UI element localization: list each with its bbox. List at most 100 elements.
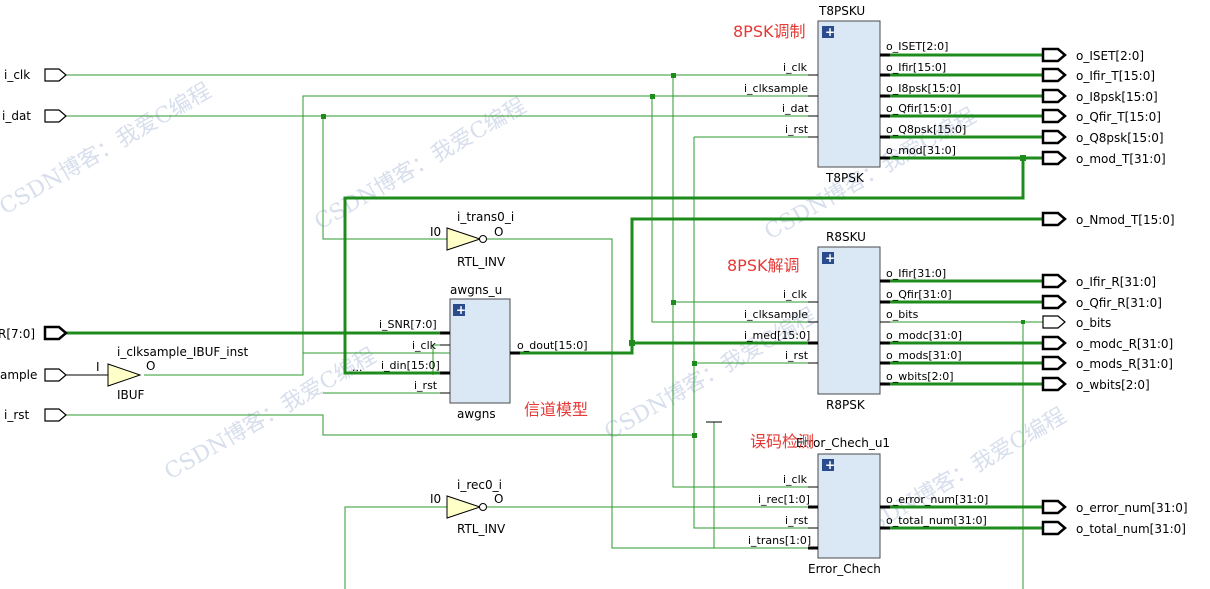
output-port-q8psk[interactable]: o_Q8psk[15:0] [1041, 129, 1164, 145]
output-ports: o_ISET[2:0] o_Ifir_T[15:0] o_I8psk[15:0]… [1041, 47, 1188, 536]
input-port-clk[interactable]: i_clk [4, 68, 67, 82]
inverter-icon [446, 495, 482, 519]
awgns-pin-in: i_rst [414, 379, 438, 392]
err-pin-in: i_rec[1:0] [758, 493, 810, 506]
net-rst[interactable] [66, 414, 694, 436]
output-port-ifir-r[interactable]: o_Ifir_R[31:0] [1041, 273, 1156, 289]
ibuf-cell[interactable]: i_clksample_IBUF_inst I O IBUF [96, 345, 248, 402]
inv1-out-pin: O [494, 492, 503, 506]
err-body[interactable] [817, 453, 881, 559]
output-label: o_modc_R[31:0] [1076, 337, 1173, 351]
t8psk-pin-out: o_ISET[2:0] [886, 40, 948, 53]
ibuf-inst-label: i_clksample_IBUF_inst [117, 345, 248, 359]
output-label: o_mod_T[31:0] [1076, 152, 1166, 166]
bus-nmod[interactable] [500, 217, 1043, 355]
output-port-bits[interactable]: o_bits [1042, 315, 1111, 330]
awgns-body[interactable] [449, 298, 511, 404]
net-trans[interactable] [487, 238, 828, 549]
junction-dot [1021, 320, 1025, 324]
awgns-pin-out: o_dout[15:0] [517, 339, 588, 352]
watermark-4: CSDN博客：我爱C编程 [161, 344, 381, 485]
net-rec-in[interactable] [344, 506, 447, 589]
junction-dot [692, 433, 697, 438]
expand-plus-glyph: + [825, 458, 835, 472]
err-pin-in: i_trans[1:0] [748, 534, 811, 547]
err-inst-label: Error_Chech_u1 [796, 436, 890, 450]
output-port-wbits[interactable]: o_wbits[2:0] [1041, 376, 1150, 392]
watermark-1: CSDN博客：我爱C编程 [0, 79, 216, 220]
t8psk-pin-out: o_mod[31:0] [886, 144, 956, 157]
expand-plus-icon[interactable] [822, 252, 834, 264]
r8psk-pin-out: o_bits [886, 308, 919, 321]
junction-dot [321, 114, 326, 119]
output-port-mod-t[interactable]: o_mod_T[31:0] [1041, 150, 1166, 166]
t8psk-pin-out: o_Qfir[15:0] [886, 102, 952, 115]
input-label-clksample: ample [0, 368, 37, 382]
t8psk-inst-label: T8PSKU [818, 4, 865, 18]
output-port-iset[interactable]: o_ISET[2:0] [1041, 47, 1144, 63]
t8psk-body[interactable] [817, 20, 881, 168]
buffer-icon [107, 363, 142, 387]
r8psk-pin-out: o_wbits[2:0] [886, 370, 954, 383]
inversion-bubble-icon [479, 503, 487, 511]
inv0-out-pin: O [494, 225, 503, 239]
input-port-snr[interactable]: R[7:0] [0, 325, 68, 341]
r8psk-block[interactable]: R8SKU + i_clk i_clksample i_med[15:0] i_… [744, 230, 962, 412]
output-port-modc-r[interactable]: o_modc_R[31:0] [1041, 335, 1173, 351]
err-type-label: Error_Chech [808, 562, 881, 576]
note-demodulation: 8PSK解调 [727, 256, 799, 275]
inverter-trans[interactable]: i_trans0_i I0 O RTL_INV [430, 210, 514, 269]
t8psk-pin-in: i_dat [782, 102, 809, 115]
expand-plus-glyph: + [456, 303, 466, 317]
input-ports: i_clk i_dat R[7:0] ample i_rst [0, 68, 108, 422]
awgns-block[interactable]: awgns_u + i_SNR[7:0] i_clk i_din[15:0] i… [352, 283, 588, 421]
net-rst-branch[interactable] [693, 137, 828, 529]
output-port-mods-r[interactable]: o_mods_R[31:0] [1041, 355, 1173, 371]
expand-plus-icon[interactable] [822, 459, 834, 471]
net-clksample-r8psk[interactable] [651, 96, 828, 323]
expand-plus-icon[interactable] [822, 26, 834, 38]
net-clk-branch[interactable] [672, 75, 828, 488]
junction-dot [1020, 155, 1026, 161]
input-port-dat[interactable]: i_dat [2, 109, 67, 123]
t8psk-pin-out: o_Ifir[15:0] [886, 61, 946, 74]
inverter-rec[interactable]: i_rec0_i I0 O RTL_INV [430, 478, 506, 536]
expand-plus-glyph: + [825, 25, 835, 39]
awgns-inst-label: awgns_u [450, 283, 502, 297]
expand-plus-glyph: + [825, 251, 835, 265]
output-label: o_wbits[2:0] [1076, 378, 1150, 392]
inv1-in-pin: I0 [430, 492, 441, 506]
r8psk-body[interactable] [817, 246, 881, 395]
r8psk-pin-out: o_modc[31:0] [886, 329, 962, 342]
error-chech-block[interactable]: Error_Chech_u1 + i_clk i_rec[1:0] i_rst … [748, 436, 988, 576]
output-label: o_Ifir_T[15:0] [1076, 69, 1155, 83]
t8psk-pin-in: i_rst [785, 123, 809, 136]
bus-nets [66, 53, 1043, 530]
annotations: 8PSK调制 8PSK解调 信道模型 误码检测 [524, 22, 814, 451]
net-dat-inv[interactable] [322, 116, 447, 240]
ibuf-type-label: IBUF [117, 388, 145, 402]
t8psk-block[interactable]: T8PSKU + i_clk i_clksample i_dat i_rst o… [744, 4, 966, 185]
output-port-qfir-r[interactable]: o_Qfir_R[31:0] [1041, 294, 1162, 310]
input-label-clk: i_clk [4, 68, 30, 82]
output-port-error-num[interactable]: o_error_num[31:0] [1041, 499, 1188, 515]
awgns-pin-in: i_SNR[7:0] [379, 318, 437, 331]
expand-plus-icon[interactable] [453, 304, 465, 316]
note-error-check: 误码检测 [750, 432, 814, 451]
output-port-nmod-t[interactable]: o_Nmod_T[15:0] [1041, 211, 1175, 227]
output-port-i8psk[interactable]: o_I8psk[15:0] [1041, 88, 1158, 104]
input-port-rst[interactable]: i_rst [4, 408, 67, 422]
awgns-pin-in: i_din[15:0] [381, 359, 440, 372]
output-port-qfir-t[interactable]: o_Qfir_T[15:0] [1041, 108, 1161, 124]
input-port-clksample[interactable]: ample [0, 368, 67, 382]
output-label: o_Qfir_R[31:0] [1076, 296, 1162, 310]
bus-mod-to-awgns[interactable] [343, 158, 1025, 375]
output-port-total-num[interactable]: o_total_num[31:0] [1041, 520, 1186, 536]
output-port-ifir-t[interactable]: o_Ifir_T[15:0] [1041, 67, 1155, 83]
input-label-snr: R[7:0] [0, 327, 35, 341]
junction-dot [671, 300, 676, 305]
input-label-rst: i_rst [4, 408, 30, 422]
net-clksample[interactable] [144, 95, 828, 376]
awgns-dots: ... [352, 361, 363, 374]
